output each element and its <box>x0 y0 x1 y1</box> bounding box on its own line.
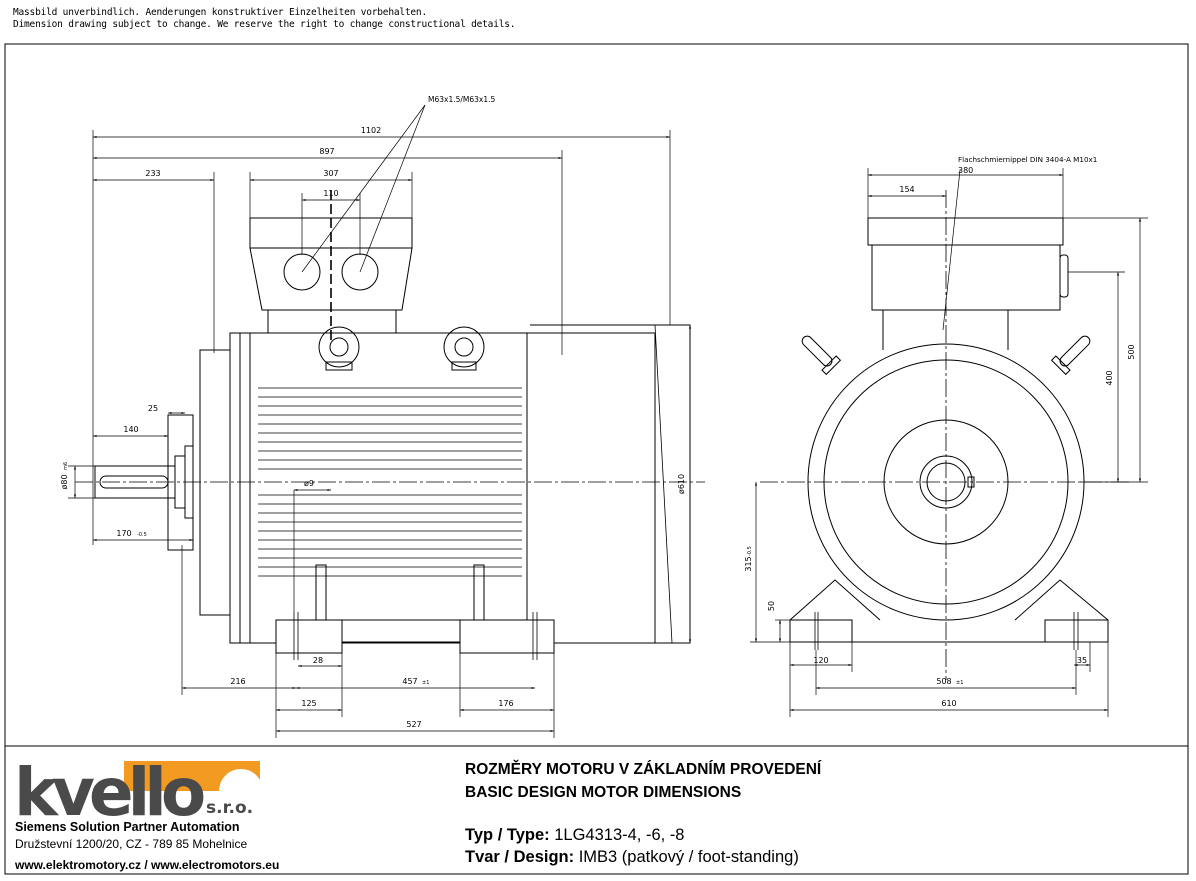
dim-key: 25 <box>148 404 158 413</box>
dim-shaft-ext-tol: -0.5 <box>137 532 147 538</box>
lifting-eye-1 <box>318 326 360 368</box>
terminal-box-base <box>267 309 397 334</box>
front-foot-left <box>789 619 853 643</box>
body-ring <box>239 332 251 644</box>
dim-shaft-to-hole: 216 <box>230 677 245 686</box>
dim-overall-length: 1102 <box>361 126 381 135</box>
side-view-labels: M63x1.5/M63x1.5 1102 897 233 307 110 25 … <box>60 95 686 729</box>
cable-gland-label: M63x1.5/M63x1.5 <box>428 95 496 104</box>
dim-shaft-to-box: 233 <box>145 169 160 178</box>
dim-hole-dia: 35 <box>1077 656 1087 665</box>
flange-step <box>167 414 194 551</box>
dim-box-height-top: 500 <box>1127 344 1136 359</box>
stator-housing <box>229 332 656 644</box>
cooling-fins <box>258 387 522 577</box>
front-view-labels: Flachschmiernippel DIN 3404-A M10x1 380 … <box>744 155 1136 708</box>
dim-foot-length: 120 <box>813 656 828 665</box>
grease-nipple-label: Flachschmiernippel DIN 3404-A M10x1 <box>958 155 1097 164</box>
foot-left <box>275 619 343 654</box>
motor-type-value: 1LG4313-4, -6, -8 <box>549 826 685 844</box>
dim-gland-spacing: 110 <box>323 189 338 198</box>
dim-foot-height: 50 <box>767 601 776 611</box>
front-dimension-lines <box>750 168 1148 717</box>
lifting-eye-2 <box>443 326 485 368</box>
dim-base-width: 610 <box>941 699 956 708</box>
foot-left-brace <box>789 579 881 621</box>
front-foot-right <box>1044 619 1109 643</box>
shaft-end <box>926 462 966 502</box>
side-view <box>68 104 705 738</box>
side-dimension-lines <box>68 104 692 738</box>
dim-shaft-dia: ø80 <box>60 474 69 489</box>
motor-type-label: Typ / Type: <box>465 826 550 844</box>
dim-frame-length: 897 <box>319 147 334 156</box>
company-address: Družstevní 1200/20, CZ - 789 85 Mohelnic… <box>15 837 248 851</box>
motor-design-value: IMB3 (patkový / foot-standing) <box>574 848 799 866</box>
dim-box-depth: 380 <box>958 166 973 175</box>
dim-box-width: 307 <box>323 169 338 178</box>
sheet-frame <box>4 43 1189 875</box>
motor-design: Tvar / Design: IMB3 (patkový / foot-stan… <box>465 848 799 867</box>
dim-foot-spacing-tol: ±1 <box>422 680 429 686</box>
motor-design-label: Tvar / Design: <box>465 848 575 866</box>
dim-shaft-dia-tol: m6 <box>63 462 69 470</box>
front-terminal-box <box>871 244 1061 311</box>
dim-box-height: 400 <box>1105 370 1114 385</box>
motor-type: Typ / Type: 1LG4313-4, -6, -8 <box>465 826 684 845</box>
dim-foot-left: 125 <box>301 699 316 708</box>
dim-shaft-height: 315 <box>744 556 753 571</box>
bearing-shield <box>883 419 1009 545</box>
front-terminal-box-lid <box>867 217 1064 246</box>
title-cz: ROZMĚRY MOTORU V ZÁKLADNÍM PROVEDENÍ <box>465 761 822 778</box>
shaft-hub <box>919 455 973 509</box>
dim-base-length: 527 <box>406 720 421 729</box>
dim-shaft-ext: 170 <box>116 529 131 538</box>
dim-shaft-bore: ø9 <box>304 479 314 488</box>
dim-housing-dia: ø610 <box>677 474 686 494</box>
company-logo: kvello s.r.o. <box>14 759 263 819</box>
logo-wordmark: kvello <box>14 759 204 819</box>
company-web: www.elektromotory.cz / www.electromotors… <box>15 858 280 872</box>
foot-right-brace <box>1014 579 1109 621</box>
disclaimer-line-de: Massbild unverbindlich. Aenderungen kons… <box>13 7 427 18</box>
dim-shaft-length: 140 <box>123 425 138 434</box>
dim-box-offset: 154 <box>899 185 914 194</box>
disclaimer-notes: Massbild unverbindlich. Aenderungen kons… <box>13 7 515 31</box>
front-view <box>750 168 1148 717</box>
dim-foot-spacing: 457 <box>402 677 417 686</box>
company-tagline: Siemens Solution Partner Automation <box>15 820 240 834</box>
disclaimer-line-en: Dimension drawing subject to change. We … <box>13 19 516 30</box>
dim-hole-spacing: 508 <box>936 677 951 686</box>
end-shield-de <box>199 349 231 616</box>
dim-foot-right: 176 <box>498 699 513 708</box>
foot-right <box>459 619 555 654</box>
dim-hole-spacing-tol: ±1 <box>956 680 963 686</box>
title-en: BASIC DESIGN MOTOR DIMENSIONS <box>465 784 742 801</box>
dim-foot-width: 28 <box>313 656 323 665</box>
logo-suffix: s.r.o. <box>206 798 253 818</box>
housing-inner <box>823 359 1069 605</box>
dim-shaft-height-tol: -0.5 <box>747 546 753 556</box>
